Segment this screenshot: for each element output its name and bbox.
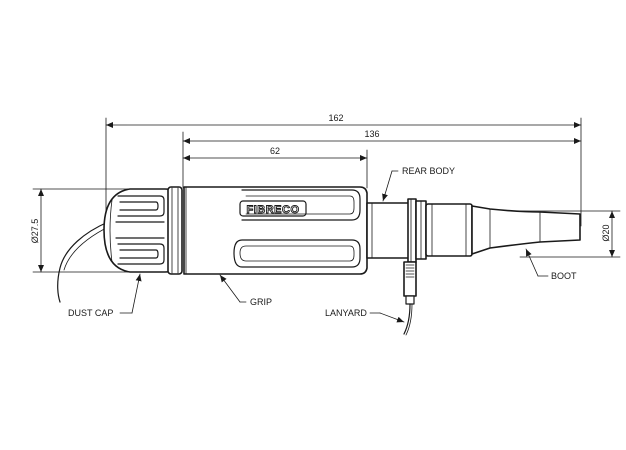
lanyard [403,261,417,336]
label-grip: GRIP [250,297,272,307]
dust-cap-tether [57,221,109,303]
boot [471,205,581,255]
label-dust-cap: DUST CAP [68,308,113,318]
callout-leaders [119,170,549,323]
brand-logo: FIBRECO [247,204,300,216]
grip-body: FIBRECO [183,186,368,275]
dim-cap-diameter: Ø27.5 [30,219,40,244]
dim-body-length: 136 [364,129,379,139]
label-boot: BOOT [551,271,577,281]
label-rear-body: REAR BODY [402,166,455,176]
dust-cap [103,186,183,275]
rear-body [366,198,473,263]
label-lanyard: LANYARD [325,308,367,318]
dim-overall-length: 162 [328,113,343,123]
dimension-lines [32,117,621,273]
dim-grip-length: 62 [270,146,280,156]
dim-boot-diameter: Ø20 [601,224,611,241]
